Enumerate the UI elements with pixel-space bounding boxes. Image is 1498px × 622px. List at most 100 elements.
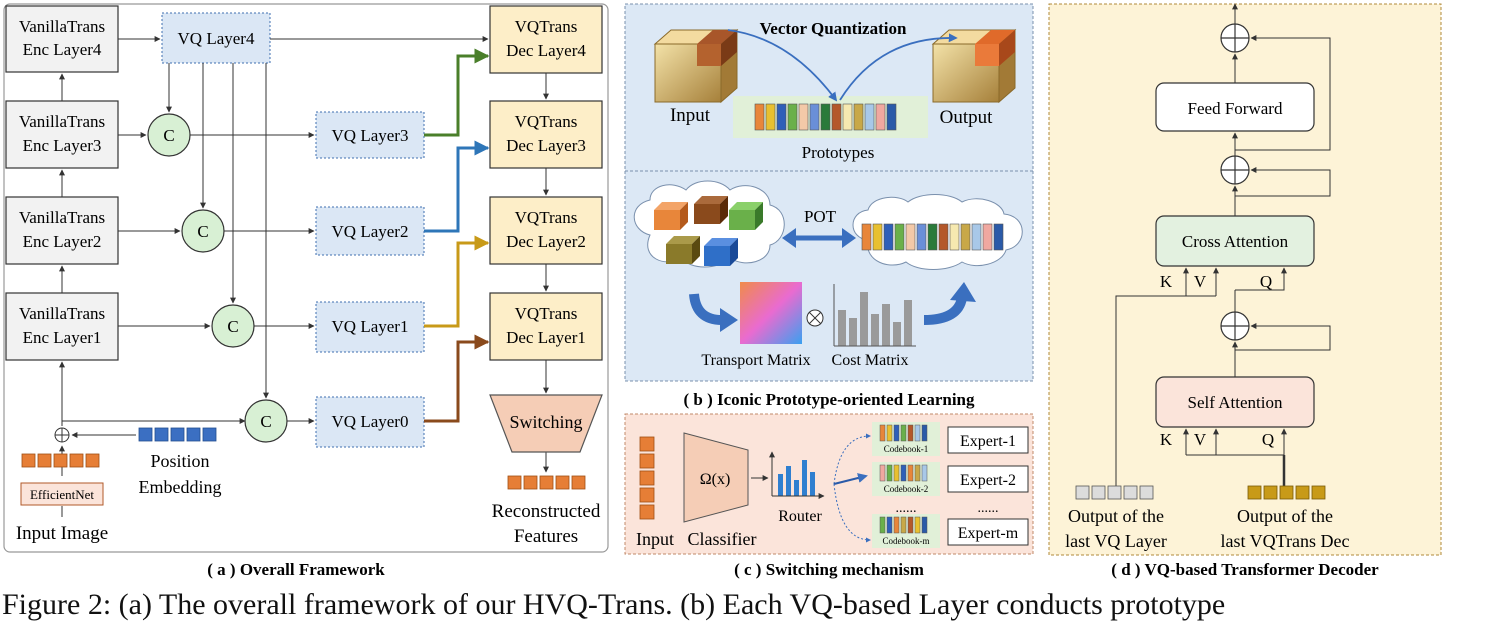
vq-layer-1: VQ Layer1 [315, 301, 425, 353]
panel-a: VanillaTrans Enc Layer4 VanillaTrans Enc… [3, 3, 609, 579]
concat-node-1: C [211, 304, 255, 348]
route-to-codebook-2 [833, 473, 868, 485]
panel-a-caption: ( a ) Overall Framework [207, 560, 385, 579]
plus-node [54, 427, 70, 443]
enc-layer-label-line2: Enc Layer1 [23, 328, 102, 347]
router-histogram [778, 460, 815, 496]
add-node-low [1220, 311, 1250, 341]
concat-node-3: C [147, 113, 191, 157]
route-to-codebook-m [833, 483, 871, 543]
reconstructed-tokens [507, 475, 586, 490]
vq-title: Vector Quantization [760, 19, 907, 38]
codebook-ellipsis: ...... [896, 501, 917, 516]
concat-label: C [197, 222, 208, 241]
enc-layer-label-line2: Enc Layer3 [23, 136, 102, 155]
vq-layer-2: VQ Layer2 [315, 206, 425, 256]
vq1-to-dec2-arrow [424, 235, 490, 328]
vq-output-label-line2: last VQ Layer [1065, 531, 1167, 551]
panel-c-caption: ( c ) Switching mechanism [734, 560, 924, 579]
input-token-column [639, 436, 655, 520]
classifier-function-label: Ω(x) [700, 471, 731, 488]
vq-output-label-line1: Output of the [1068, 506, 1164, 526]
panel-b-caption: ( b ) Iconic Prototype-oriented Learning [683, 390, 975, 409]
vq3-to-dec4-arrow [424, 48, 490, 137]
dec-layer-label-line2: Dec Layer2 [506, 232, 586, 251]
classifier-input-label: Input [636, 529, 674, 549]
enc-layer-label-line1: VanillaTrans [19, 112, 105, 131]
concat-label: C [227, 317, 238, 336]
dec-layer-label-line1: VQTrans [515, 112, 578, 131]
input-label: Input [670, 105, 711, 126]
panel-a-frame [3, 3, 609, 553]
enc-layer-3: VanillaTrans Enc Layer3 [5, 100, 119, 169]
curved-arrow-right [923, 296, 967, 325]
transport-matrix-label: Transport Matrix [701, 352, 810, 369]
output-cube [931, 28, 1017, 104]
enc-layer-1: VanillaTrans Enc Layer1 [5, 292, 119, 361]
dec-output-tokens [1247, 485, 1326, 500]
expert-ellipsis: ...... [978, 501, 999, 516]
add-node-mid [1220, 155, 1250, 185]
panel-b: Vector Quantization Input Output [624, 3, 1034, 409]
expert-1: Expert-1 [947, 426, 1029, 454]
expert-label: Expert-2 [960, 472, 1016, 489]
dec-layer-3: VQTrans Dec Layer3 [489, 100, 603, 169]
codebook-label: Codebook-1 [884, 444, 929, 454]
panel-c: Input Ω(x) Classifier Router [624, 413, 1034, 579]
cluster-cube-orange [654, 202, 688, 230]
cross-attention-block: Cross Attention [1155, 215, 1315, 267]
dec-layer-label-line2: Dec Layer4 [506, 41, 586, 60]
input-cube [653, 28, 739, 104]
dec-layer-label-line1: VQTrans [515, 208, 578, 227]
curved-arrow-left [689, 293, 723, 325]
pot-double-arrow [782, 228, 856, 248]
concat-label: C [260, 412, 271, 431]
vq-layer-label: VQ Layer2 [332, 222, 409, 241]
self-v-label: V [1194, 430, 1207, 449]
dec-output-label-line1: Output of the [1237, 506, 1333, 526]
classifier-block: Ω(x) [683, 432, 749, 523]
panel-d-caption: ( d ) VQ-based Transformer Decoder [1111, 560, 1379, 579]
input-image-label: Input Image [16, 523, 108, 544]
switching-block: Switching [489, 394, 603, 453]
vq-output-tokens [1075, 485, 1154, 500]
expert-2: Expert-2 [947, 465, 1029, 493]
codebook-label: Codebook-m [883, 536, 930, 546]
position-embedding-tokens [138, 427, 217, 442]
dec-layer-2: VQTrans Dec Layer2 [489, 196, 603, 265]
concat-label: C [163, 126, 174, 145]
efficientnet-box: EfficientNet [20, 482, 104, 506]
reconstructed-label-line1: Reconstructed [492, 501, 601, 522]
cross-q-label: Q [1260, 272, 1272, 291]
feed-forward-block: Feed Forward [1155, 82, 1315, 132]
cross-attention-label: Cross Attention [1182, 232, 1289, 251]
self-attention-block: Self Attention [1155, 376, 1315, 428]
enc-layer-2: VanillaTrans Enc Layer2 [5, 196, 119, 265]
self-attention-label: Self Attention [1188, 393, 1283, 412]
cluster-cube-olive [666, 236, 700, 264]
input-tokens [21, 453, 100, 468]
position-embedding-label-line1: Position [150, 451, 209, 471]
vq-layer-label: VQ Layer4 [178, 29, 255, 48]
vq-layer-0: VQ Layer0 [315, 396, 425, 448]
tensor-product-icon [806, 309, 824, 327]
curved-arrow-right-head [950, 282, 976, 302]
codebook-1: Codebook-1 [872, 422, 940, 456]
add-node-top [1220, 23, 1250, 53]
enc-layer-label-line1: VanillaTrans [19, 208, 105, 227]
dec-layer-label-line1: VQTrans [515, 304, 578, 323]
reconstructed-label-line2: Features [514, 526, 578, 547]
enc-layer-label-line2: Enc Layer2 [23, 232, 102, 251]
vq-layer-3: VQ Layer3 [315, 111, 425, 159]
self-k-label: K [1160, 430, 1173, 449]
feed-forward-label: Feed Forward [1188, 99, 1283, 118]
router-label: Router [778, 508, 822, 525]
expert-m: Expert-m [947, 518, 1029, 546]
dec-layer-4: VQTrans Dec Layer4 [489, 5, 603, 74]
codebook-2: Codebook-2 [872, 462, 940, 496]
concat-node-0: C [244, 399, 288, 443]
curved-arrow-left-head [720, 308, 738, 332]
efficientnet-label: EfficientNet [30, 487, 94, 502]
cost-matrix-chart [838, 292, 912, 346]
cost-matrix-label: Cost Matrix [832, 352, 909, 369]
